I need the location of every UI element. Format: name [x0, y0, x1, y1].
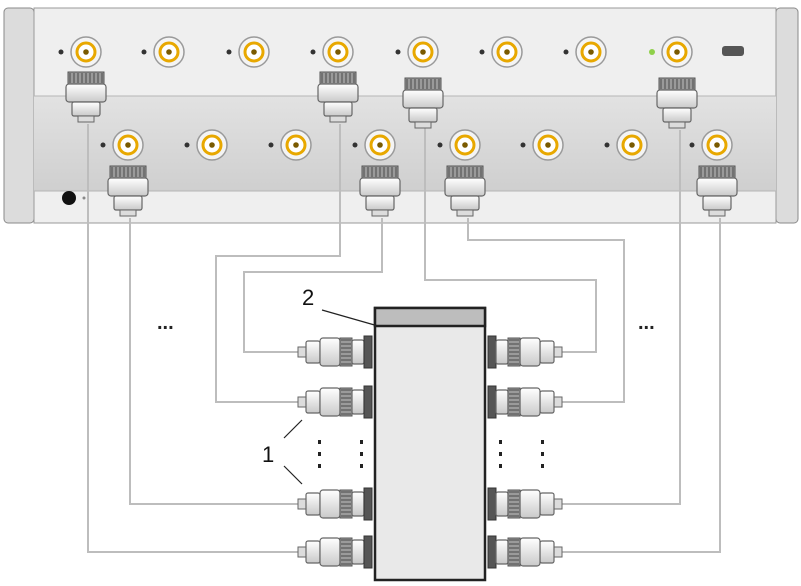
left-adapter-4 — [297, 537, 353, 567]
callout-adapter: 1 — [262, 419, 303, 485]
top-port-3 — [226, 36, 270, 68]
dut-body — [373, 306, 487, 582]
cable-1 — [87, 124, 298, 553]
right-adapter-3 — [507, 489, 563, 519]
cable-7 — [562, 130, 681, 505]
cable-group — [87, 124, 721, 553]
usb-port — [722, 46, 744, 56]
left-dut-port-3 — [351, 487, 373, 521]
left-adapter-1 — [297, 337, 353, 367]
dut-connector-group — [297, 335, 563, 569]
cable-6 — [467, 218, 625, 403]
panel-connector-2 — [317, 71, 359, 123]
bottom-port-2 — [184, 129, 228, 161]
bottom-port-8 — [689, 129, 733, 161]
top-port-6 — [479, 36, 523, 68]
left-adapter-3 — [297, 489, 353, 519]
right-ellipsis: ... — [638, 312, 655, 334]
callout-label-2: 2 — [302, 285, 314, 310]
right-rack-ear — [775, 7, 799, 224]
top-port-1 — [58, 36, 102, 68]
device-under-test — [373, 306, 487, 582]
panel-connector-7 — [444, 165, 486, 217]
panel-connector-8 — [696, 165, 738, 217]
bottom-port-7 — [604, 129, 648, 161]
top-port-4 — [310, 36, 354, 68]
cable-2 — [129, 218, 298, 505]
bottom-port-row — [100, 129, 733, 161]
panel-connector-4 — [656, 77, 698, 129]
left-dut-port-4 — [351, 535, 373, 569]
top-port-2 — [141, 36, 185, 68]
panel-band — [34, 96, 776, 191]
top-port-row — [58, 36, 693, 68]
bottom-port-1 — [100, 129, 144, 161]
right-adapter-2 — [507, 387, 563, 417]
left-ellipsis: ... — [157, 312, 174, 334]
top-port-8 — [649, 36, 693, 68]
panel-connector-1 — [65, 71, 107, 123]
left-rack-ear — [3, 7, 35, 224]
bottom-port-6 — [520, 129, 564, 161]
left-dut-port-1 — [351, 335, 373, 369]
bottom-port-5 — [437, 129, 481, 161]
right-dut-port-2 — [487, 385, 509, 419]
top-port-7 — [563, 36, 607, 68]
dut-top-band — [373, 306, 487, 328]
status-led — [649, 49, 655, 55]
panel-connector-6 — [359, 165, 401, 217]
panel-connector-group — [65, 71, 738, 217]
panel-connector-3 — [402, 77, 444, 129]
cable-3 — [215, 124, 341, 403]
right-adapter-1 — [507, 337, 563, 367]
top-port-5 — [395, 36, 439, 68]
bottom-port-4 — [352, 129, 396, 161]
cable-8 — [562, 218, 721, 553]
power-led — [62, 191, 76, 205]
vertical-ellipsis-group — [318, 440, 544, 468]
cable-5 — [424, 124, 597, 353]
right-dut-port-4 — [487, 535, 509, 569]
left-dut-port-2 — [351, 385, 373, 419]
right-dut-port-3 — [487, 487, 509, 521]
right-adapter-4 — [507, 537, 563, 567]
cable-4 — [243, 218, 383, 353]
instrument-front-panel — [3, 7, 799, 224]
bottom-port-3 — [268, 129, 312, 161]
callout-dut: 2 — [302, 285, 379, 327]
callout-label-1: 1 — [262, 442, 274, 467]
right-dut-port-1 — [487, 335, 509, 369]
panel-connector-5 — [107, 165, 149, 217]
left-adapter-2 — [297, 387, 353, 417]
